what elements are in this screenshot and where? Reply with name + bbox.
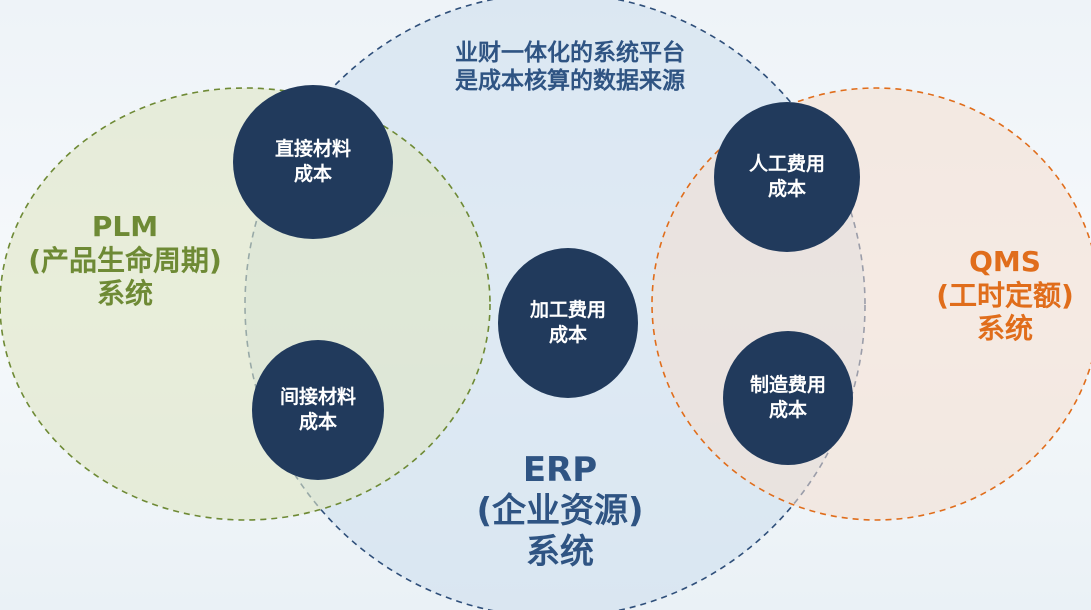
plm-name: PLM [91,210,159,243]
erp-name: ERP [522,450,598,490]
node-direct-material: 直接材料 成本 [233,85,393,239]
node-line2: 成本 [768,399,807,421]
node-line2: 成本 [767,178,806,200]
node-line2: 成本 [548,324,587,346]
node-circle-manufacturing [723,331,853,465]
node-circle-labor [714,102,860,252]
caption-line2: 是成本核算的数据来源 [455,67,685,94]
erp-desc: (企业资源) [476,490,644,531]
node-circle-indirect [252,340,384,480]
qms-suffix: 系统 [976,312,1033,346]
plm-label: PLM (产品生命周期) 系统 [0,210,250,311]
node-labor: 人工费用 成本 [714,102,860,252]
caption-line1: 业财一体化的系统平台 [455,40,685,66]
node-processing: 加工费用 成本 [498,248,638,398]
node-circle-direct [233,85,393,239]
erp-suffix: 系统 [526,531,594,572]
node-line1: 加工费用 [529,299,606,322]
node-line1: 人工费用 [748,153,825,176]
plm-suffix: 系统 [96,277,153,311]
node-line1: 直接材料 [274,138,351,161]
node-line2: 成本 [298,411,337,433]
qms-label: QMS (工时定额) 系统 [915,245,1091,346]
node-line2: 成本 [293,163,332,185]
erp-label: ERP (企业资源) 系统 [430,450,690,572]
plm-desc: (产品生命周期) [28,243,222,277]
node-line1: 制造费用 [749,374,826,397]
node-indirect-material: 间接材料 成本 [252,340,384,480]
qms-desc: (工时定额) [936,278,1074,312]
node-circle-processing [498,248,638,398]
qms-name: QMS [969,245,1041,278]
caption: 业财一体化的系统平台 是成本核算的数据来源 [400,40,740,95]
node-manufacturing: 制造费用 成本 [723,331,853,465]
node-line1: 间接材料 [279,386,356,409]
